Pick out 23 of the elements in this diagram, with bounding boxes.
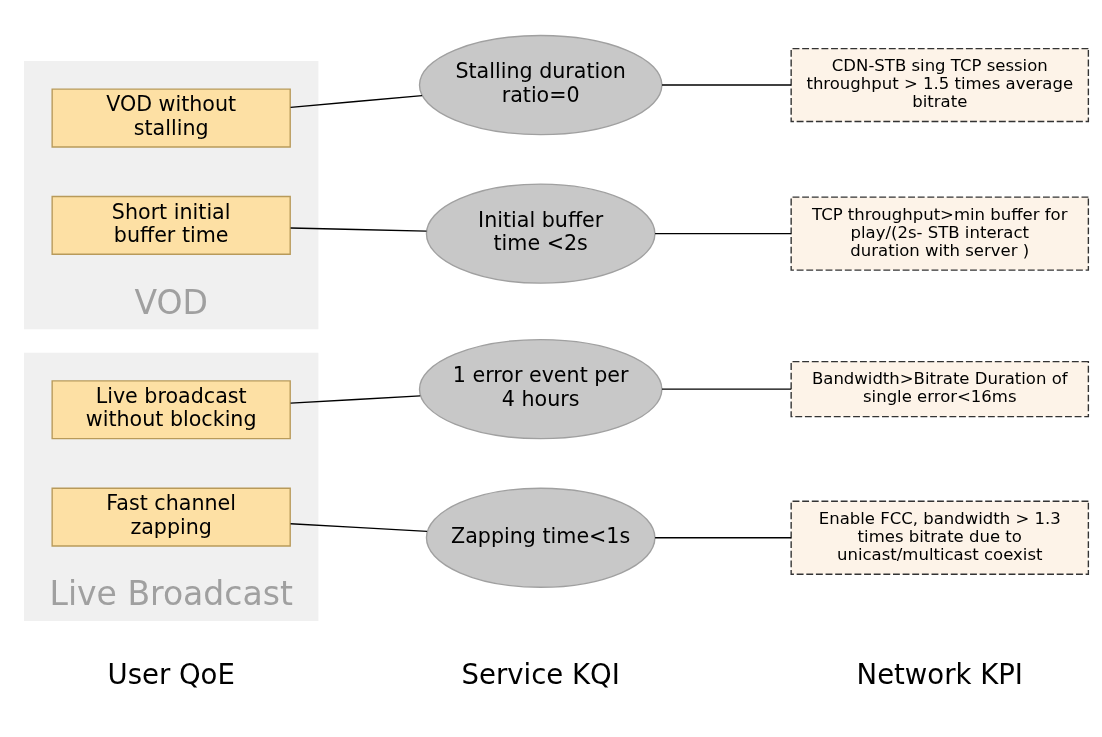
label: User QoE	[107, 657, 235, 690]
node-box: VOD without stalling	[51, 88, 291, 148]
connector	[654, 537, 792, 539]
node-box: TCP throughput>min buffer for play/(2s- STB interact duration with server )	[790, 196, 1090, 271]
connector	[289, 395, 421, 404]
connector	[661, 388, 792, 390]
connector	[654, 232, 792, 235]
node-box: Bandwidth>Bitrate Duration of single error<16ms	[790, 360, 1090, 418]
node-box: CDN-STB sing TCP session throughput > 1.5 times average bitrate	[790, 47, 1090, 123]
label: Network KPI	[856, 657, 1023, 690]
node-box: Short initial buffer time	[51, 195, 291, 255]
node-ellipse: Stalling duration ratio=0	[418, 34, 663, 136]
node-box: Fast channel zapping	[51, 487, 291, 547]
node-box: Enable FCC, bandwidth > 1.3 times bitrate due to unicast/multicast coexist	[790, 500, 1090, 575]
node-ellipse: Initial buffer time <2s	[425, 183, 656, 284]
connector	[289, 523, 428, 533]
node-ellipse: 1 error event per 4 hours	[418, 338, 663, 440]
node-ellipse: Zapping time<1s	[425, 487, 656, 588]
label: Service KQI	[461, 657, 620, 690]
connector	[289, 94, 423, 109]
connector	[289, 227, 428, 232]
connector	[661, 84, 792, 86]
node-box: Live broadcast without blocking	[51, 380, 291, 440]
